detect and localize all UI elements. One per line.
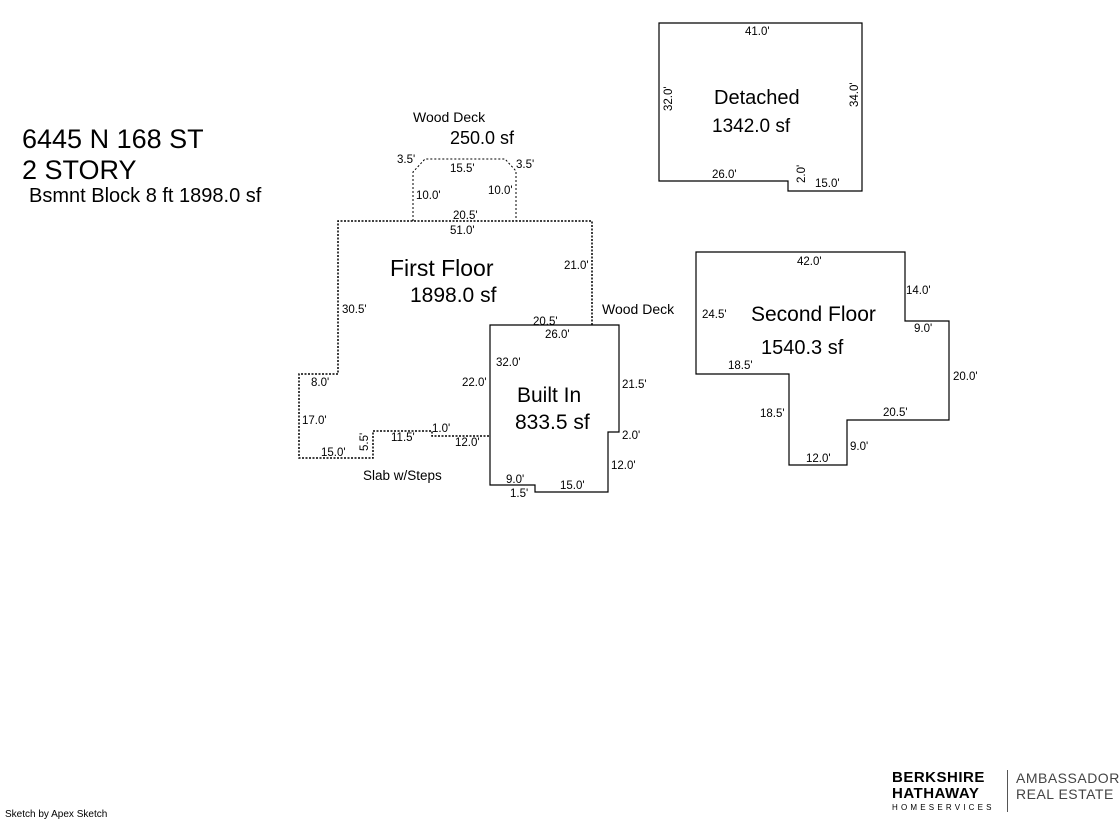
detached-size: 1342.0 sf	[712, 116, 791, 137]
dim-ff-bottom-left: 15.0'	[321, 447, 346, 459]
dim-sf-bottom-right: 20.5'	[883, 407, 908, 419]
detached-label: Detached	[714, 87, 800, 109]
first-floor-label: First Floor	[390, 255, 494, 281]
dim-ff-slab-run: 11.5'	[391, 432, 415, 444]
agency-line2: REAL ESTATE	[1016, 786, 1114, 802]
dim-sf-left-step: 18.5'	[760, 408, 785, 420]
dim-ff-slab-bottom: 12.0'	[455, 437, 480, 449]
wood-deck-size: 250.0 sf	[450, 128, 515, 148]
dim-bi-right-low: 12.0'	[611, 460, 636, 472]
built-in-size: 833.5 sf	[515, 411, 590, 434]
second-floor-outline	[695, 251, 950, 466]
brand-name: BERKSHIRE HATHAWAY	[892, 770, 985, 802]
dim-deck-right: 10.0'	[488, 185, 513, 197]
dim-sf-bottom: 12.0'	[806, 453, 831, 465]
dim-ff-slab-up: 5.5'	[359, 433, 371, 451]
wood-deck-side-label: Wood Deck	[602, 301, 675, 317]
dim-ff-slab-jog: 1.0'	[432, 423, 450, 435]
dim-sf-top: 42.0'	[797, 256, 822, 268]
dim-ff-right: 21.0'	[564, 260, 589, 272]
dim-deck-base: 20.5'	[453, 210, 478, 222]
brand-line2: HATHAWAY	[892, 785, 980, 802]
dim-sf-right-top: 14.0'	[906, 285, 931, 297]
dim-det-top: 41.0'	[745, 26, 770, 38]
dim-deck-right-diag: 3.5'	[516, 159, 534, 171]
dim-sf-right-jog: 9.0'	[914, 323, 932, 335]
dim-bi-bottom-jog: 1.5'	[510, 488, 528, 500]
dim-det-jog: 2.0'	[796, 165, 808, 183]
first-floor-size: 1898.0 sf	[410, 284, 497, 307]
dim-bi-bottom-left: 9.0'	[506, 474, 524, 486]
dim-det-bottom-right: 15.0'	[815, 178, 840, 190]
agency-name: AMBASSADOR REAL ESTATE	[1016, 770, 1119, 802]
detached-outline	[658, 22, 863, 192]
dim-ff-step-top: 8.0'	[311, 377, 329, 389]
dim-ff-step-left: 17.0'	[302, 415, 327, 427]
brokerage-logo: BERKSHIRE HATHAWAY HOMESERVICES AMBASSAD…	[892, 770, 1119, 814]
dim-bi-top: 26.0'	[545, 329, 570, 341]
dim-deck-top: 15.5'	[450, 163, 475, 175]
dim-bi-bottom: 15.0'	[560, 480, 585, 492]
second-floor-size: 1540.3 sf	[761, 337, 844, 359]
wood-deck-label: Wood Deck	[413, 109, 486, 125]
logo-divider	[1007, 770, 1008, 812]
dim-det-left: 32.0'	[663, 86, 675, 111]
dim-bi-left: 32.0'	[496, 357, 521, 369]
dim-ff-inner-left: 22.0'	[462, 377, 487, 389]
property-style: 2 STORY	[22, 155, 137, 185]
sketch-credit: Sketch by Apex Sketch	[5, 809, 108, 820]
dim-deck-left-diag: 3.5'	[397, 154, 415, 166]
built-in-label: Built In	[517, 384, 581, 407]
agency-line1: AMBASSADOR	[1016, 770, 1119, 786]
dim-sf-inner-v: 9.0'	[850, 441, 868, 453]
dim-deck-left: 10.0'	[416, 190, 441, 202]
dim-sf-left: 24.5'	[702, 309, 727, 321]
dim-bi-step: 2.0'	[622, 430, 640, 442]
dim-det-bottom-left: 26.0'	[712, 169, 737, 181]
dim-det-right: 34.0'	[849, 82, 861, 107]
dim-sf-right: 20.0'	[953, 371, 978, 383]
basement-info: Bsmnt Block 8 ft 1898.0 sf	[29, 185, 262, 207]
dim-ff-bi-shared: 20.5'	[533, 316, 558, 328]
brand-line1: BERKSHIRE	[892, 769, 985, 786]
first-floor-outline	[298, 220, 593, 459]
second-floor-label: Second Floor	[751, 303, 876, 326]
slab-label: Slab w/Steps	[363, 468, 442, 483]
wood-deck-outline	[412, 158, 517, 221]
dim-ff-top: 51.0'	[450, 225, 475, 237]
built-in-outline	[489, 324, 620, 493]
dim-bi-right: 21.5'	[622, 379, 647, 391]
brand-line3: HOMESERVICES	[892, 803, 995, 812]
dim-ff-left: 30.5'	[342, 304, 367, 316]
property-address: 6445 N 168 ST	[22, 124, 204, 154]
dim-sf-inner-left: 18.5'	[728, 360, 753, 372]
